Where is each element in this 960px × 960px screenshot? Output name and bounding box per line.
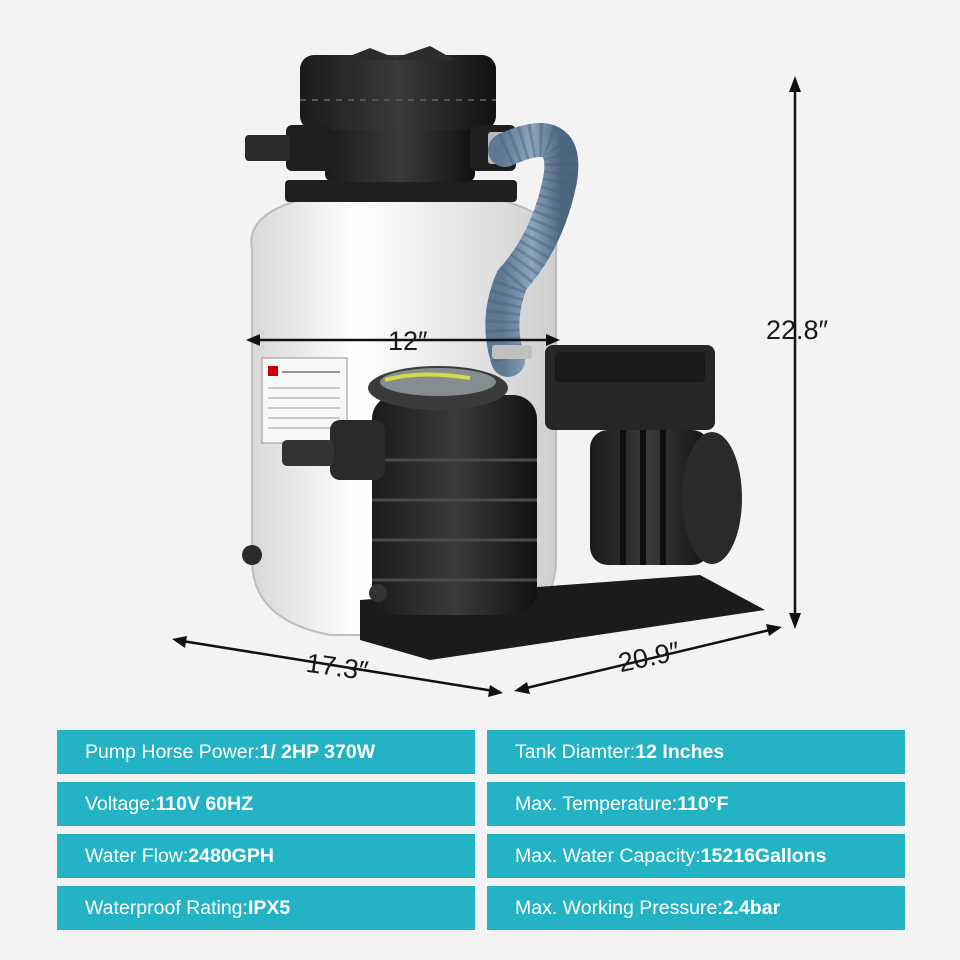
spec-label: Tank Diamter:: [515, 740, 636, 763]
width-line: [517, 626, 779, 692]
spec-waterproof-rating: Waterproof Rating: IPX5: [57, 886, 475, 930]
spec-value: 15216Gallons: [700, 844, 827, 867]
spec-value: 2480GPH: [188, 844, 274, 867]
depth-line: [175, 638, 501, 694]
spec-value: 110V 60HZ: [155, 792, 254, 815]
spec-label: Water Flow:: [85, 844, 189, 867]
spec-max-temperature: Max. Temperature: 110°F: [487, 782, 905, 826]
spec-label: Waterproof Rating:: [85, 896, 248, 919]
product-image-area: 12″ 22.8″ 17.3″ 20.9″: [172, 46, 829, 697]
spec-max-water-capacity: Max. Water Capacity: 15216Gallons: [487, 834, 905, 878]
spec-label: Max. Temperature:: [515, 792, 678, 815]
spec-value: IPX5: [247, 896, 291, 919]
pump: [282, 345, 765, 660]
dimension-markers: [172, 76, 801, 697]
pool-filter-pump-illustration: [172, 46, 801, 697]
spec-tank-diameter: Tank Diamter: 12 Inches: [487, 730, 905, 774]
height-label: 22.8″: [766, 315, 829, 345]
spec-pump-horse-power: Pump Horse Power: 1/ 2HP 370W: [57, 730, 475, 774]
spec-value: 1/ 2HP 370W: [259, 740, 376, 763]
spec-label: Voltage:: [85, 792, 156, 815]
spec-water-flow: Water Flow: 2480GPH: [57, 834, 475, 878]
spec-grid: Pump Horse Power: 1/ 2HP 370W Tank Diamt…: [57, 730, 905, 930]
spec-max-working-pressure: Max. Working Pressure: 2.4bar: [487, 886, 905, 930]
tank-diameter-label: 12″: [388, 326, 428, 356]
connection-hose: [485, 123, 579, 377]
spec-value: 12 Inches: [635, 740, 725, 763]
spec-label: Max. Working Pressure:: [515, 896, 723, 919]
spec-label: Pump Horse Power:: [85, 740, 260, 763]
spec-label: Max. Water Capacity:: [515, 844, 701, 867]
spec-value: 110°F: [677, 792, 729, 815]
multiport-valve: [245, 46, 517, 202]
spec-value: 2.4bar: [722, 896, 781, 919]
spec-voltage: Voltage: 110V 60HZ: [57, 782, 475, 826]
